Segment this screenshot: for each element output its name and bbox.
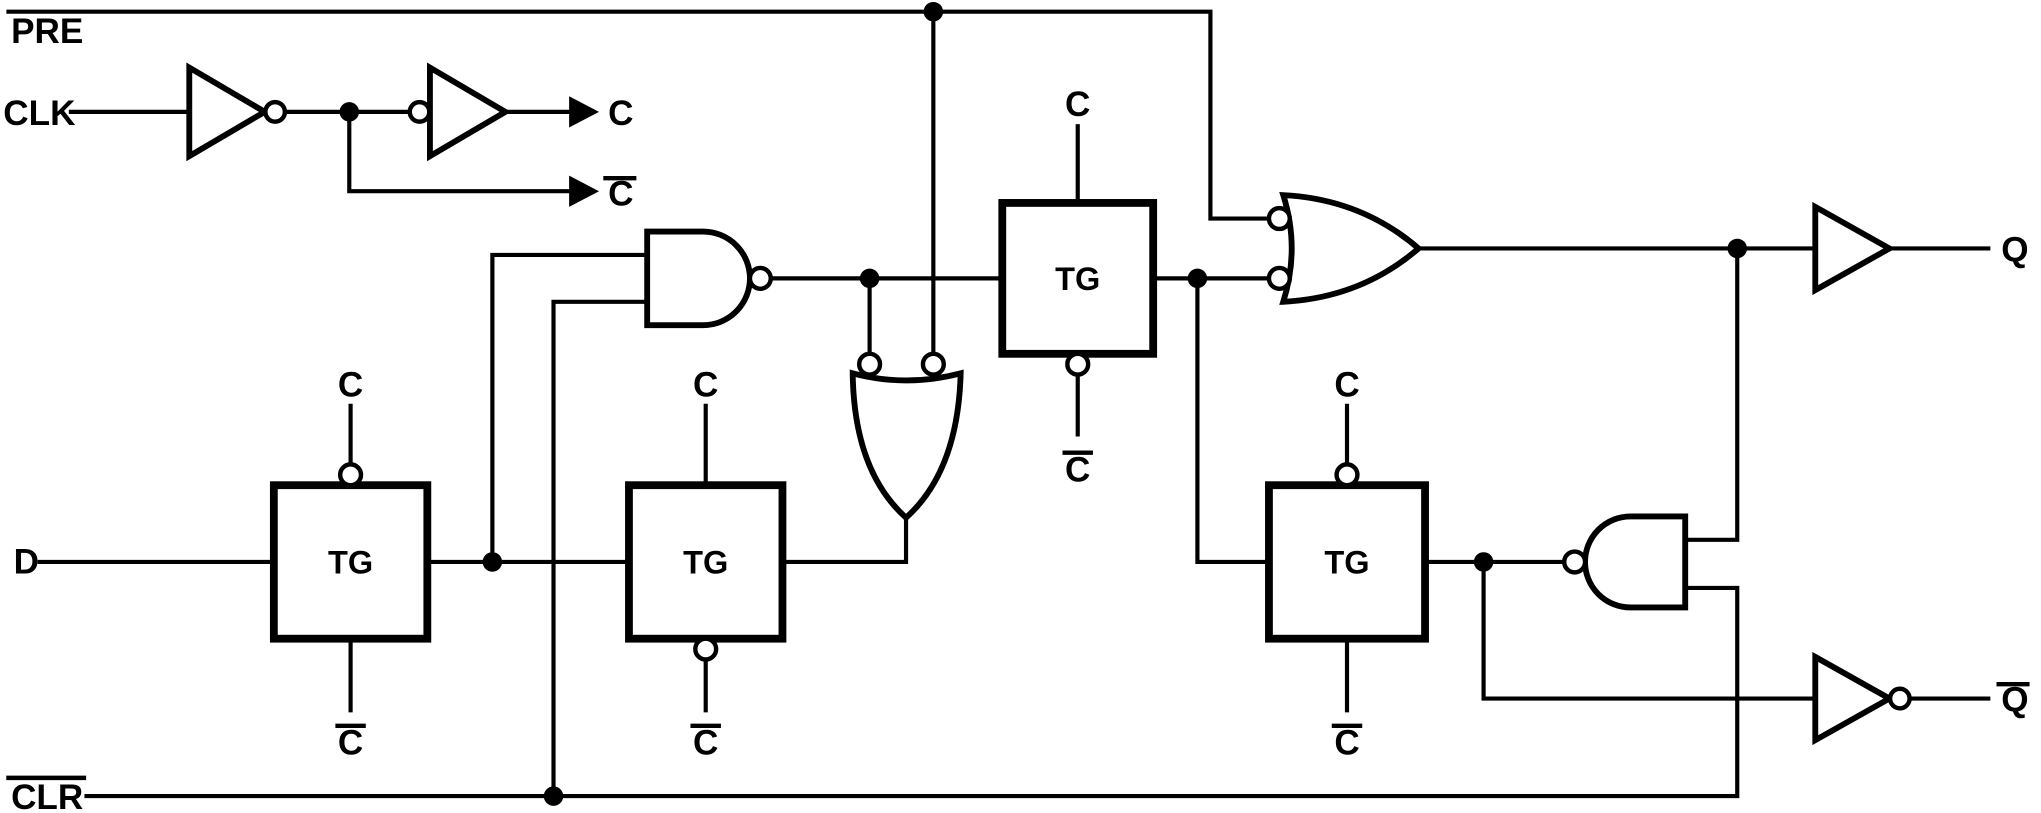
- clk-buffer-input-bubble: [407, 99, 432, 124]
- node-a-to-nand-wire: [490, 252, 650, 565]
- junction-dot-nand1-out: [859, 268, 880, 289]
- tg1: TG C C: [269, 366, 432, 762]
- wires: [6, 9, 1991, 799]
- slave-nand-output-bubble: [1562, 549, 1588, 575]
- tg3-c-label: C: [1065, 85, 1090, 124]
- io-labels: PRE CLK C C D CLR Q Q: [3, 12, 2030, 813]
- clock-cbar-wire: [347, 109, 576, 194]
- gates: [186, 62, 1912, 746]
- clk-buffer-triangle: [427, 62, 512, 162]
- c-output-label: C: [608, 94, 633, 133]
- node-c-to-tg4-wire: [1195, 276, 1272, 565]
- master-feedback-or-gate: [849, 369, 964, 522]
- slave-nand-gate: [1582, 513, 1689, 611]
- clk-inverter-output-bubble: [263, 99, 288, 124]
- junction-dot-node-c: [1187, 268, 1208, 289]
- junction-dot-q: [1727, 238, 1747, 259]
- master-nand-output-bubble: [747, 265, 773, 291]
- tg4-top-bubble: [1334, 462, 1360, 488]
- clk-inverter-triangle: [186, 62, 271, 162]
- tg3: TG C C: [998, 85, 1158, 489]
- slave-or-gate: [1279, 191, 1424, 305]
- tg2: TG C C: [625, 366, 787, 762]
- tg1-top-bubble: [337, 462, 364, 488]
- junction-dot-slave-feedback: [1473, 552, 1494, 572]
- q-label: Q: [2001, 230, 2028, 269]
- tg4-label: TG: [1324, 545, 1369, 581]
- q-buffer-triangle: [1812, 201, 1896, 296]
- tg3-cbar-label: C: [1065, 450, 1090, 489]
- slave-or-input-bubble-top: [1266, 205, 1292, 232]
- tg2-cbar-label: C: [693, 723, 718, 762]
- qbar-inverter-triangle: [1812, 651, 1896, 746]
- clk-label: CLK: [3, 94, 76, 133]
- tg2-c-label: C: [693, 366, 718, 405]
- pre-label: PRE: [11, 12, 83, 51]
- master-feedback-or-input-bubble-right: [920, 351, 946, 377]
- tg1-cbar-label: C: [338, 723, 363, 762]
- tg4-cbar-label: C: [1334, 723, 1359, 762]
- tg2-bottom-bubble: [693, 636, 719, 662]
- tg4: TG C C: [1265, 366, 1429, 762]
- qbar-label: Q: [2001, 681, 2028, 720]
- pre-rail-wire: [6, 9, 1272, 221]
- qbar-branch-wire: [1481, 559, 1818, 701]
- tg1-c-label: C: [338, 366, 363, 405]
- tg4-c-label: C: [1334, 366, 1359, 405]
- q-node-to-nand2-wire: [1683, 246, 1740, 542]
- cbar-arrowhead: [569, 175, 600, 207]
- junction-dot-clear: [543, 786, 564, 806]
- slave-or-input-bubble-bottom: [1266, 265, 1292, 291]
- c-arrowhead: [569, 96, 600, 128]
- master-feedback-or-input-bubble-left: [856, 351, 883, 377]
- cbar-output-label: C: [608, 175, 633, 214]
- feedback-or-output-wire: [780, 513, 909, 565]
- clr-rail-wire: [84, 585, 1740, 799]
- tg3-bottom-bubble: [1065, 351, 1091, 377]
- junction-dot-pre: [923, 1, 944, 22]
- clr-label: CLR: [11, 778, 83, 813]
- master-nand-gate: [644, 228, 753, 329]
- junction-dot-clock: [339, 102, 360, 122]
- d-label: D: [14, 543, 39, 582]
- junction-dot-node-a: [482, 552, 503, 572]
- tg3-label: TG: [1055, 261, 1100, 297]
- tg1-label: TG: [328, 545, 373, 581]
- junction-dots: [339, 1, 1747, 806]
- qbar-inverter-output-bubble: [1887, 686, 1912, 711]
- tg2-label: TG: [683, 545, 728, 581]
- clr-to-nand-wire: [551, 299, 650, 799]
- tg3-box: [998, 199, 1158, 358]
